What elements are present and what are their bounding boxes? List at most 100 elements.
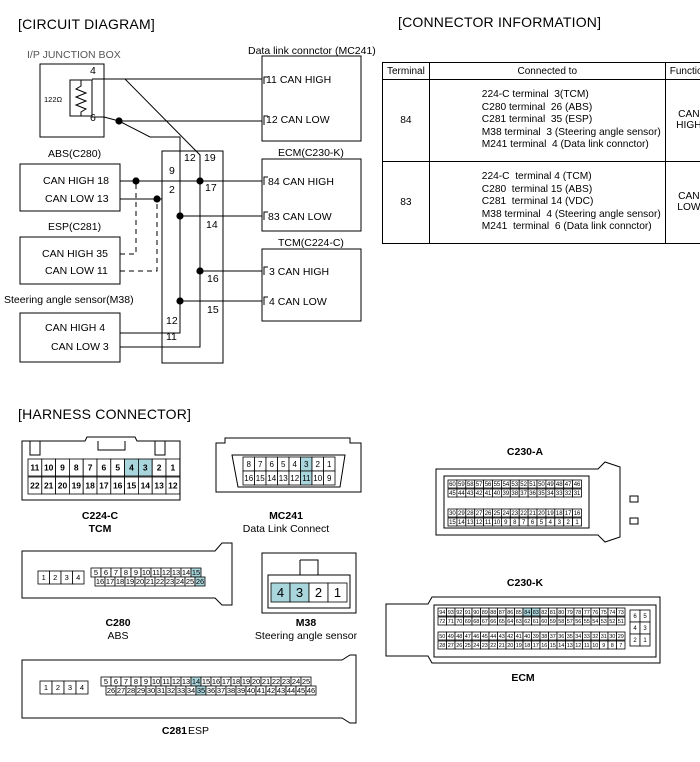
connector-pin-label: 8 [74,463,79,473]
connector-pin-label: 68 [473,619,479,625]
terminal-cell: 83 [382,160,430,244]
c230a-housing [435,461,621,543]
connector-pin-label: 4 [277,585,284,600]
connector-pin-label: 39 [503,491,510,497]
connector-pin-label: 34 [575,634,581,640]
connector-pin-label: 21 [262,677,270,686]
connector-pin-label: 60 [449,482,456,488]
connector-pin-label: 26 [107,686,115,695]
mc241-sub: Data Link Connect [243,523,329,535]
c224c-housing [21,436,181,501]
bus-number: 17 [205,182,217,194]
connector-pin-label: 12 [172,677,180,686]
connector-pin-label: 32 [167,686,175,695]
connector-pin-label: 31 [157,686,165,695]
c224c-name: C224-C [82,510,119,522]
connector-pin-label: 8 [247,460,252,469]
connector-pin-label: 64 [507,619,513,625]
connector-pin-label: 33 [177,686,185,695]
bus-number: 14 [206,219,218,231]
resistor-value: 122Ω [44,95,63,104]
connector-pin-label: 11 [302,474,311,483]
connector-pin-label: 51 [529,482,536,488]
connector-pin-label: 7 [619,643,622,649]
connector-pin-label: 4 [549,520,553,526]
connector-pin-label: 2 [56,683,60,692]
connector-pin-cell [572,479,582,489]
connector-pin-label: 33 [556,491,563,497]
connector-info-table: Terminal Connected to Function 84 224-C … [382,62,700,244]
connector-pin-label: 17 [99,481,109,491]
connector-pin-label: 22 [156,577,164,586]
connector-pin-label: 45 [449,491,456,497]
connector-pin-label: 46 [307,686,315,695]
connector-pin-label: 10 [494,520,501,526]
tcm-pin-high: 3 CAN HIGH [269,266,329,278]
connector-pin-label: 9 [60,463,65,473]
connector-pin-label: 14 [558,643,564,649]
connector-pin-label: 91 [465,610,471,616]
connector-pin-label: 16 [212,677,220,686]
connector-pin-label: 21 [499,643,505,649]
esp-box [19,236,121,285]
connector-pin-label: 3 [304,460,309,469]
harness-connector-heading: [HARNESS CONNECTOR] [18,406,192,422]
connector-pin-label: 77 [584,610,590,616]
connector-pin-label: 5 [94,568,98,577]
connector-pin-label: 12 [290,474,299,483]
ecm-box [261,158,362,232]
c230a-name: C230-A [507,446,544,458]
connector-pin-label: 15 [550,643,556,649]
connector-pin-label: 41 [485,491,492,497]
connector-pin-label: 43 [499,634,505,640]
connector-pin-label: 80 [558,610,564,616]
connector-pin-label: 20 [507,643,513,649]
connector-pin-label: 2 [633,638,637,644]
abs-title: ABS(C280) [48,148,101,160]
connector-pin-label: 11 [30,463,39,473]
connector-pin-label: 26 [485,511,492,517]
connector-pin-label: 30 [449,511,456,517]
ecm-pin-high: 84 CAN HIGH [268,176,334,188]
m38-sub: Steering angle sensor [255,630,358,642]
connector-pin-label: 35 [538,491,545,497]
header-function: Function [664,62,700,80]
connector-pin-label: 20 [58,481,68,491]
bus-number: 15 [207,304,219,316]
connector-pin-label: 37 [520,491,527,497]
connector-pin-label: 24 [176,577,184,586]
connector-pin-label: 49 [547,482,554,488]
connector-pin-label: 57 [476,482,483,488]
connector-pin-cell [75,680,89,695]
connector-pin-label: 44 [287,686,295,695]
connector-pin-label: 48 [456,634,462,640]
connected-cell: 224-C terminal 3(TCM) C280 terminal 26 (… [428,79,666,162]
connector-pin-label: 4 [293,460,298,469]
connector-pin-label: 20 [136,577,144,586]
junction-pin-4: 4 [90,65,96,77]
connector-pin-label: 10 [152,677,160,686]
mc241-name: MC241 [269,510,303,522]
connector-pin-label: 40 [524,634,530,640]
connector-pin-label: 56 [575,619,581,625]
connector-pin-label: 16 [244,474,253,483]
connector-pin-label: 28 [127,686,135,695]
connector-pin-label: 1 [334,585,341,600]
connector-pin-label: 83 [533,610,539,616]
connector-pin-label: 1 [327,460,332,469]
connector-pin-label: 65 [499,619,505,625]
junction-box [39,63,105,138]
connector-pin-cell [616,640,626,650]
connector-pin-label: 8 [134,677,138,686]
connector-pin-label: 7 [124,677,128,686]
connector-pin-label: 57 [567,619,573,625]
connector-pin-label: 6 [633,614,637,620]
connector-pin-label: 87 [499,610,505,616]
connector-pin-label: 35 [567,634,573,640]
connector-pin-label: 28 [467,511,474,517]
bus-number: 16 [207,273,219,285]
esp-pin-high: CAN HIGH 35 [42,248,108,260]
connector-pin-label: 18 [556,511,563,517]
connector-pin-label: 31 [574,491,581,497]
